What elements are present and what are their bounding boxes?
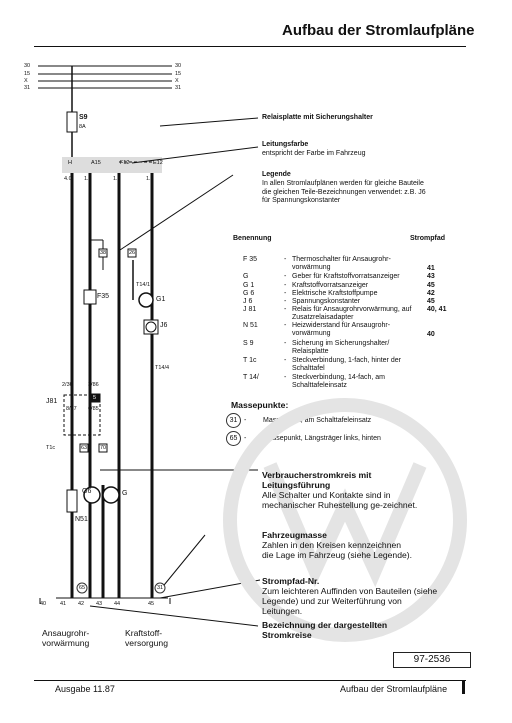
component-g6: G6 xyxy=(82,488,92,495)
relay-plate-pin-h: H xyxy=(68,160,72,166)
callout-strompfad-body: Zum leichteren Auffinden von Bauteilen (… xyxy=(262,586,438,616)
component-j6: J6 xyxy=(160,322,168,329)
relay-pin-8-87: 8/87 xyxy=(66,406,77,412)
rail-label-30-right: 30 xyxy=(175,63,182,69)
fuse-amp-label: 8A xyxy=(79,124,86,130)
wire-size-1: 4.0 xyxy=(64,176,72,182)
header-rule xyxy=(34,46,466,47)
annotation-legende-body: In allen Stromlaufplänen werden für glei… xyxy=(262,180,426,205)
annotation-leitungsfarbe-head: Leitungsfarbe xyxy=(262,141,309,148)
callout-verbraucher-head: Verbraucherstromkreis mit Leitungsführun… xyxy=(262,470,372,490)
component-t1c: T1c xyxy=(46,445,56,451)
component-t14-4: T14/4 xyxy=(155,365,170,371)
rail-label-15-right: 15 xyxy=(175,71,182,77)
massepunkt-31-circle: 31 xyxy=(226,413,241,428)
track-number-45: 45 xyxy=(148,601,155,607)
callout-fahrzeugmasse-head: Fahrzeugmasse xyxy=(262,530,327,540)
box-label-38: 38 xyxy=(100,250,107,256)
rail-label-x-right: X xyxy=(175,78,179,84)
annotation-leitungsfarbe-body: entspricht der Farbe im Fahrzeug xyxy=(262,150,366,157)
box-label-26: 26 xyxy=(129,250,136,256)
component-j81: J81 xyxy=(46,398,58,405)
rail-label-x-left: X xyxy=(24,78,28,84)
massepunkt-65-circle: 65 xyxy=(226,431,241,446)
rail-label-30-left: 30 xyxy=(24,63,31,69)
relay-pin-3-86: 3/86 xyxy=(88,382,99,388)
track-number-44: 44 xyxy=(114,601,121,607)
component-g: G xyxy=(122,490,128,497)
fuse-label: S9 xyxy=(79,114,88,121)
massepunkt-65-desc: Massepunkt, Längsträger links, hinten xyxy=(263,435,381,442)
relay-pin-6-85: 6/85 xyxy=(88,406,99,412)
circuit-label-kraftstoff: Kraftstoff-versorgung xyxy=(125,628,168,648)
box-label-5: 5 xyxy=(93,395,97,401)
component-n51: N51 xyxy=(75,516,88,523)
relay-plate-pin-e12: E12 xyxy=(153,160,163,166)
footer-title: Aufbau der Stromlaufpläne xyxy=(340,684,448,694)
track-number-42: 42 xyxy=(78,601,85,607)
track-number-41: 41 xyxy=(60,601,67,607)
rail-label-31-right: 31 xyxy=(175,85,182,91)
callout-bezeichnung: Bezeichnung der dargestellten Stromkreis… xyxy=(262,620,388,640)
callout-strompfad-head: Strompfad-Nr. xyxy=(262,576,320,586)
document-number-stamp: 97-2536 xyxy=(393,652,471,668)
legend-col-benennung: Benennung xyxy=(233,235,272,242)
ground-circle-31: 31 xyxy=(157,585,164,591)
footer-edition: Ausgabe 11.87 xyxy=(55,684,115,694)
massepunkt-65-dash: - xyxy=(244,435,247,442)
massepunkte-title: Massepunkte: xyxy=(231,400,289,410)
wire-size-4: 1.0 xyxy=(146,176,154,182)
box-label-70: 70 xyxy=(100,445,107,451)
legend-col-strompfad: Strompfad xyxy=(410,235,445,242)
wire-size-3: 1.0 xyxy=(113,176,121,182)
massepunkt-31-desc: Massepunkt, am Schalttafeleinsatz xyxy=(263,417,372,424)
watermark-logo xyxy=(223,398,467,642)
callout-fahrzeugmasse-body: Zahlen in den Kreisen kennzeichnen die L… xyxy=(262,540,413,560)
component-t14-1: T14/1 xyxy=(136,282,151,288)
relay-pin-2-30: 2/30 xyxy=(62,382,73,388)
ground-circle-65: 65 xyxy=(79,585,86,591)
relay-plate-pin-a15: A15 xyxy=(91,160,101,166)
relay-plate-pin-f12: F12 xyxy=(120,160,130,166)
footer-page-marker xyxy=(462,680,465,694)
box-label-63: 63 xyxy=(81,445,88,451)
callout-verbraucher-body: Alle Schalter und Kontakte sind in mecha… xyxy=(262,490,418,510)
component-f35: F35 xyxy=(97,293,110,300)
massepunkt-31-dash: - xyxy=(244,417,247,424)
page-title: Aufbau der Stromlaufpläne xyxy=(282,22,475,39)
rail-label-15-left: 15 xyxy=(24,71,31,77)
rail-label-31-left: 31 xyxy=(24,85,31,91)
annotation-relaisplatte: Relaisplatte mit Sicherungshalter xyxy=(262,114,373,121)
component-g1: G1 xyxy=(156,296,166,303)
track-number-40: 40 xyxy=(40,601,47,607)
track-number-43: 43 xyxy=(96,601,103,607)
annotation-legende-head: Legende xyxy=(262,171,291,178)
circuit-label-ansaugrohr: Ansaugrohr-vorwärmung xyxy=(42,628,90,648)
wire-size-2: 1.0 xyxy=(84,176,92,182)
footer-rule xyxy=(34,680,466,681)
